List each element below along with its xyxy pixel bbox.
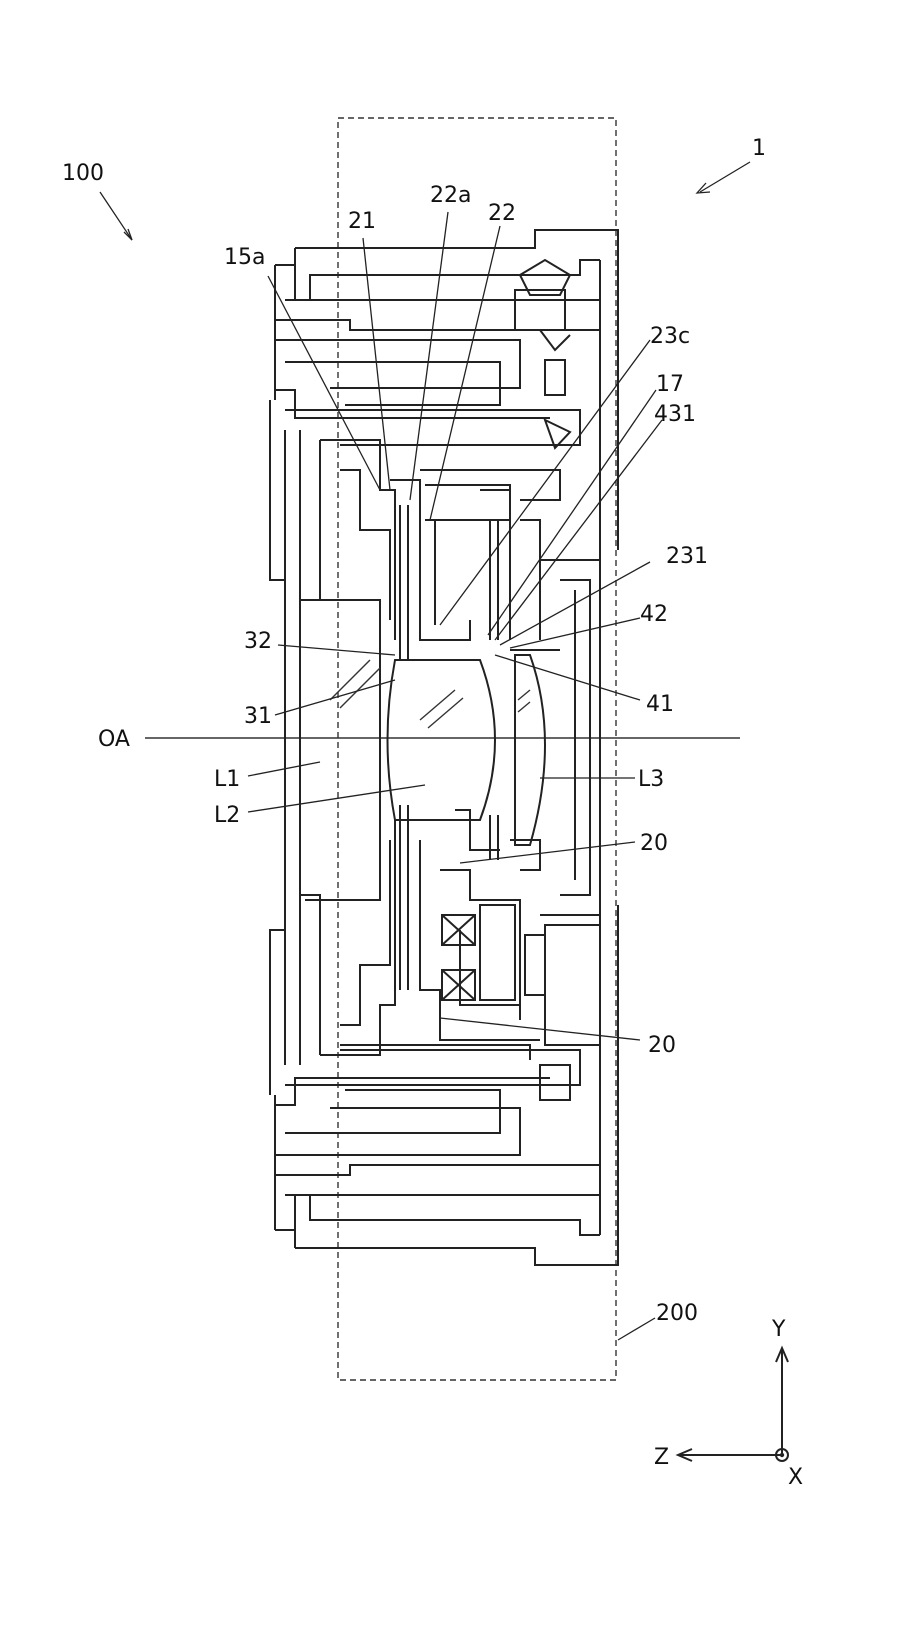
label-l1: L1 [214,767,240,792]
label-15a: 15a [224,245,265,270]
label-200: 200 [656,1301,698,1326]
label-oa: OA [98,727,130,752]
label-20-lower: 20 [648,1033,676,1058]
axis-label-x: X [788,1465,803,1490]
axis-label-y: Y [771,1317,786,1342]
lens-elements [305,599,546,901]
label-21: 21 [348,209,376,234]
label-l2: L2 [214,803,240,828]
label-231: 231 [666,544,708,569]
label-l3: L3 [638,767,664,792]
lens-barrel-outline [269,229,619,1266]
label-20-upper: 20 [640,831,668,856]
label-22a: 22a [430,183,471,208]
coordinate-axes [675,1345,789,1462]
label-23c: 23c [650,324,690,349]
label-42: 42 [640,602,668,627]
label-100: 100 [62,161,104,186]
leader-lines [99,161,751,1341]
internal-mechanism [320,258,601,1101]
axis-label-z: Z [654,1445,669,1470]
label-17: 17 [656,372,684,397]
label-41: 41 [646,692,674,717]
label-32: 32 [244,629,272,654]
label-31: 31 [244,704,272,729]
label-431: 431 [654,402,696,427]
label-1: 1 [752,136,766,161]
label-22: 22 [488,201,516,226]
